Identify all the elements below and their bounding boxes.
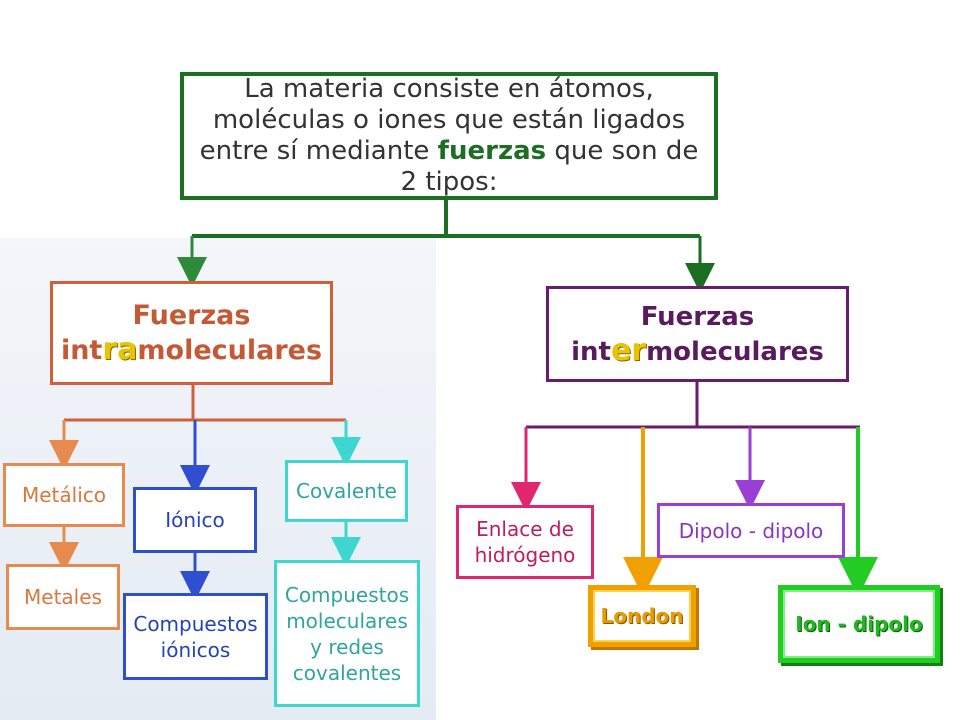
intermolecular-box: Fuerzas intermoleculares [546, 286, 849, 382]
intramolecular-box: Fuerzas intramoleculares [50, 281, 333, 385]
root-line-3: entre sí mediante fuerzas que son de [200, 136, 699, 167]
root-line-1: La materia consiste en átomos, [244, 74, 654, 104]
covalente-label: Covalente [296, 479, 397, 503]
compuestos-mol-line-4: covalentes [292, 660, 402, 685]
intra-title: Fuerzas [132, 299, 251, 331]
compuestos-mol-line-2: moleculares [286, 608, 408, 633]
ion-dipolo-box: Ion - dipolo [778, 585, 940, 663]
metales-box: Metales [6, 564, 120, 630]
ionico-label: Iónico [165, 508, 225, 532]
inter-subtitle: intermoleculares [571, 332, 824, 369]
root-bold-fuerzas: fuerzas [437, 136, 547, 166]
root-concept-box: La materia consiste en átomos, moléculas… [180, 72, 718, 200]
root-line-4: 2 tipos: [400, 167, 498, 197]
dipolo-dipolo-box: Dipolo - dipolo [657, 503, 845, 558]
compuestos-moleculares-box: Compuestos moleculares y redes covalente… [274, 560, 420, 707]
ionico-box: Iónico [133, 487, 257, 553]
london-box: London [588, 585, 696, 647]
metalico-box: Metálico [3, 463, 125, 527]
intra-highlight: ra [102, 331, 138, 367]
enlace-hidrogeno-box: Enlace de hidrógeno [456, 505, 594, 579]
metales-label: Metales [24, 585, 102, 609]
inter-title: Fuerzas [640, 301, 755, 332]
inter-highlight: er [610, 332, 647, 368]
root-line-3-post: que son de [546, 136, 699, 166]
covalente-box: Covalente [285, 460, 408, 522]
inter-suffix: moleculares [646, 336, 824, 367]
london-label: London [600, 604, 684, 628]
intra-suffix: moleculares [137, 334, 323, 366]
compuestos-mol-line-3: y redes [310, 634, 384, 659]
enlace-line-1: Enlace de [476, 517, 574, 541]
compuestos-ionicos-line-2: iónicos [160, 637, 231, 662]
inter-prefix: int [571, 336, 611, 367]
compuestos-ionicos-line-1: Compuestos [133, 611, 258, 636]
compuestos-mol-line-1: Compuestos [284, 582, 410, 607]
intra-subtitle: intramoleculares [60, 331, 323, 368]
root-line-2: moléculas o iones que están ligados [212, 105, 686, 135]
dipolo-label: Dipolo - dipolo [678, 518, 824, 543]
ion-dipolo-label: Ion - dipolo [795, 612, 923, 636]
intra-prefix: int [60, 334, 103, 366]
root-line-3-pre: entre sí mediante [199, 136, 438, 166]
metalico-label: Metálico [21, 483, 106, 507]
enlace-line-2: hidrógeno [474, 543, 576, 567]
compuestos-ionicos-box: Compuestos iónicos [123, 593, 268, 680]
